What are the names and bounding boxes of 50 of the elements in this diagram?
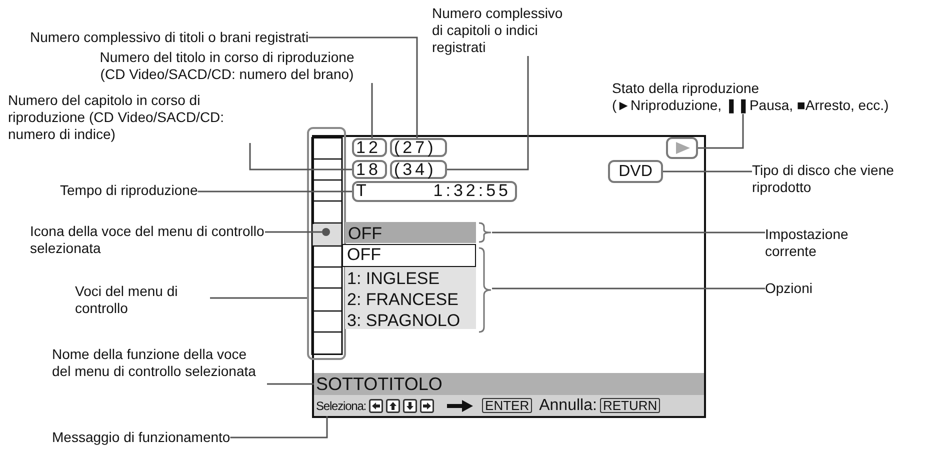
callout-text: Numero complessivo di titoli o brani registrati: [30, 29, 309, 46]
instruction-text: Seleziona:: [316, 398, 366, 412]
leader-line: [698, 114, 744, 149]
leader-line: [663, 170, 752, 172]
key-label: ENTER: [482, 398, 532, 413]
callout-text: Numero del titolo in corso di riproduzione (CD Video/SACD/CD: numero del brano): [62, 49, 392, 83]
callout-text: Tempo di riproduzione: [60, 182, 198, 199]
leader-line: [198, 190, 352, 192]
callout-text: Nome della funzione della voce del menu di controllo selezionata: [52, 346, 267, 380]
callout-text: Impostazione corrente: [765, 226, 875, 260]
function-name-bar: SOTTOTITOLO: [314, 373, 704, 395]
callout-text: Numero complessivo di capitoli o indici registrati: [432, 5, 577, 56]
option-text: 3: SPAGNOLO: [347, 311, 460, 331]
counter-readout: (27): [390, 138, 447, 157]
readout-text: T: [356, 183, 370, 200]
operation-message-bar: [314, 395, 704, 416]
option-text: 1: INGLESE: [347, 269, 440, 289]
playback-status-indicator: [666, 137, 698, 159]
counter-readout: (34): [390, 160, 447, 179]
leader-line: [371, 83, 373, 138]
leader-line: [249, 143, 352, 170]
screen-display: [312, 135, 706, 418]
counter-readout: 18: [352, 160, 387, 179]
readout-text: 1:32:55: [433, 183, 511, 200]
leader-line: [492, 288, 765, 290]
callout-text: Tipo di disco che viene riprodotto: [752, 162, 902, 196]
leader-line: [447, 56, 529, 170]
leader-line: [308, 36, 418, 138]
leader-line: [265, 231, 322, 233]
options-list: [342, 244, 492, 332]
current-setting-bar: [345, 222, 492, 243]
leader-line: [492, 232, 765, 234]
callout-text: Messaggio di funzionamento: [52, 429, 230, 446]
callout-text: Opzioni: [765, 280, 812, 297]
instruction-text: Annulla:: [539, 396, 597, 414]
highlighted-option: OFF: [342, 244, 476, 267]
callout-text: Numero del capitolo in corso di riproduzione (CD Video/SACD/CD: numero di indice): [8, 92, 263, 143]
callout-text: Icona della voce del menu di controllo selezionata: [30, 223, 265, 257]
disc-type-indicator: DVD: [608, 160, 663, 183]
leader-line: [210, 297, 307, 299]
callout-text: Voci del menu di controllo: [75, 283, 210, 317]
counter-readout: 12: [352, 138, 387, 157]
key-label: RETURN: [600, 398, 660, 413]
option-text: 2: FRANCESE: [347, 290, 458, 310]
leader-line: [230, 416, 328, 438]
leader-line: [267, 383, 314, 385]
menu-column-bracket: [307, 127, 346, 360]
callout-text: Stato della riproduzione (►Nriproduzione, ❚❚Pausa, ■Arresto, ecc.): [612, 80, 937, 114]
time-readout: [352, 181, 517, 202]
setting-text: OFF: [348, 224, 382, 243]
